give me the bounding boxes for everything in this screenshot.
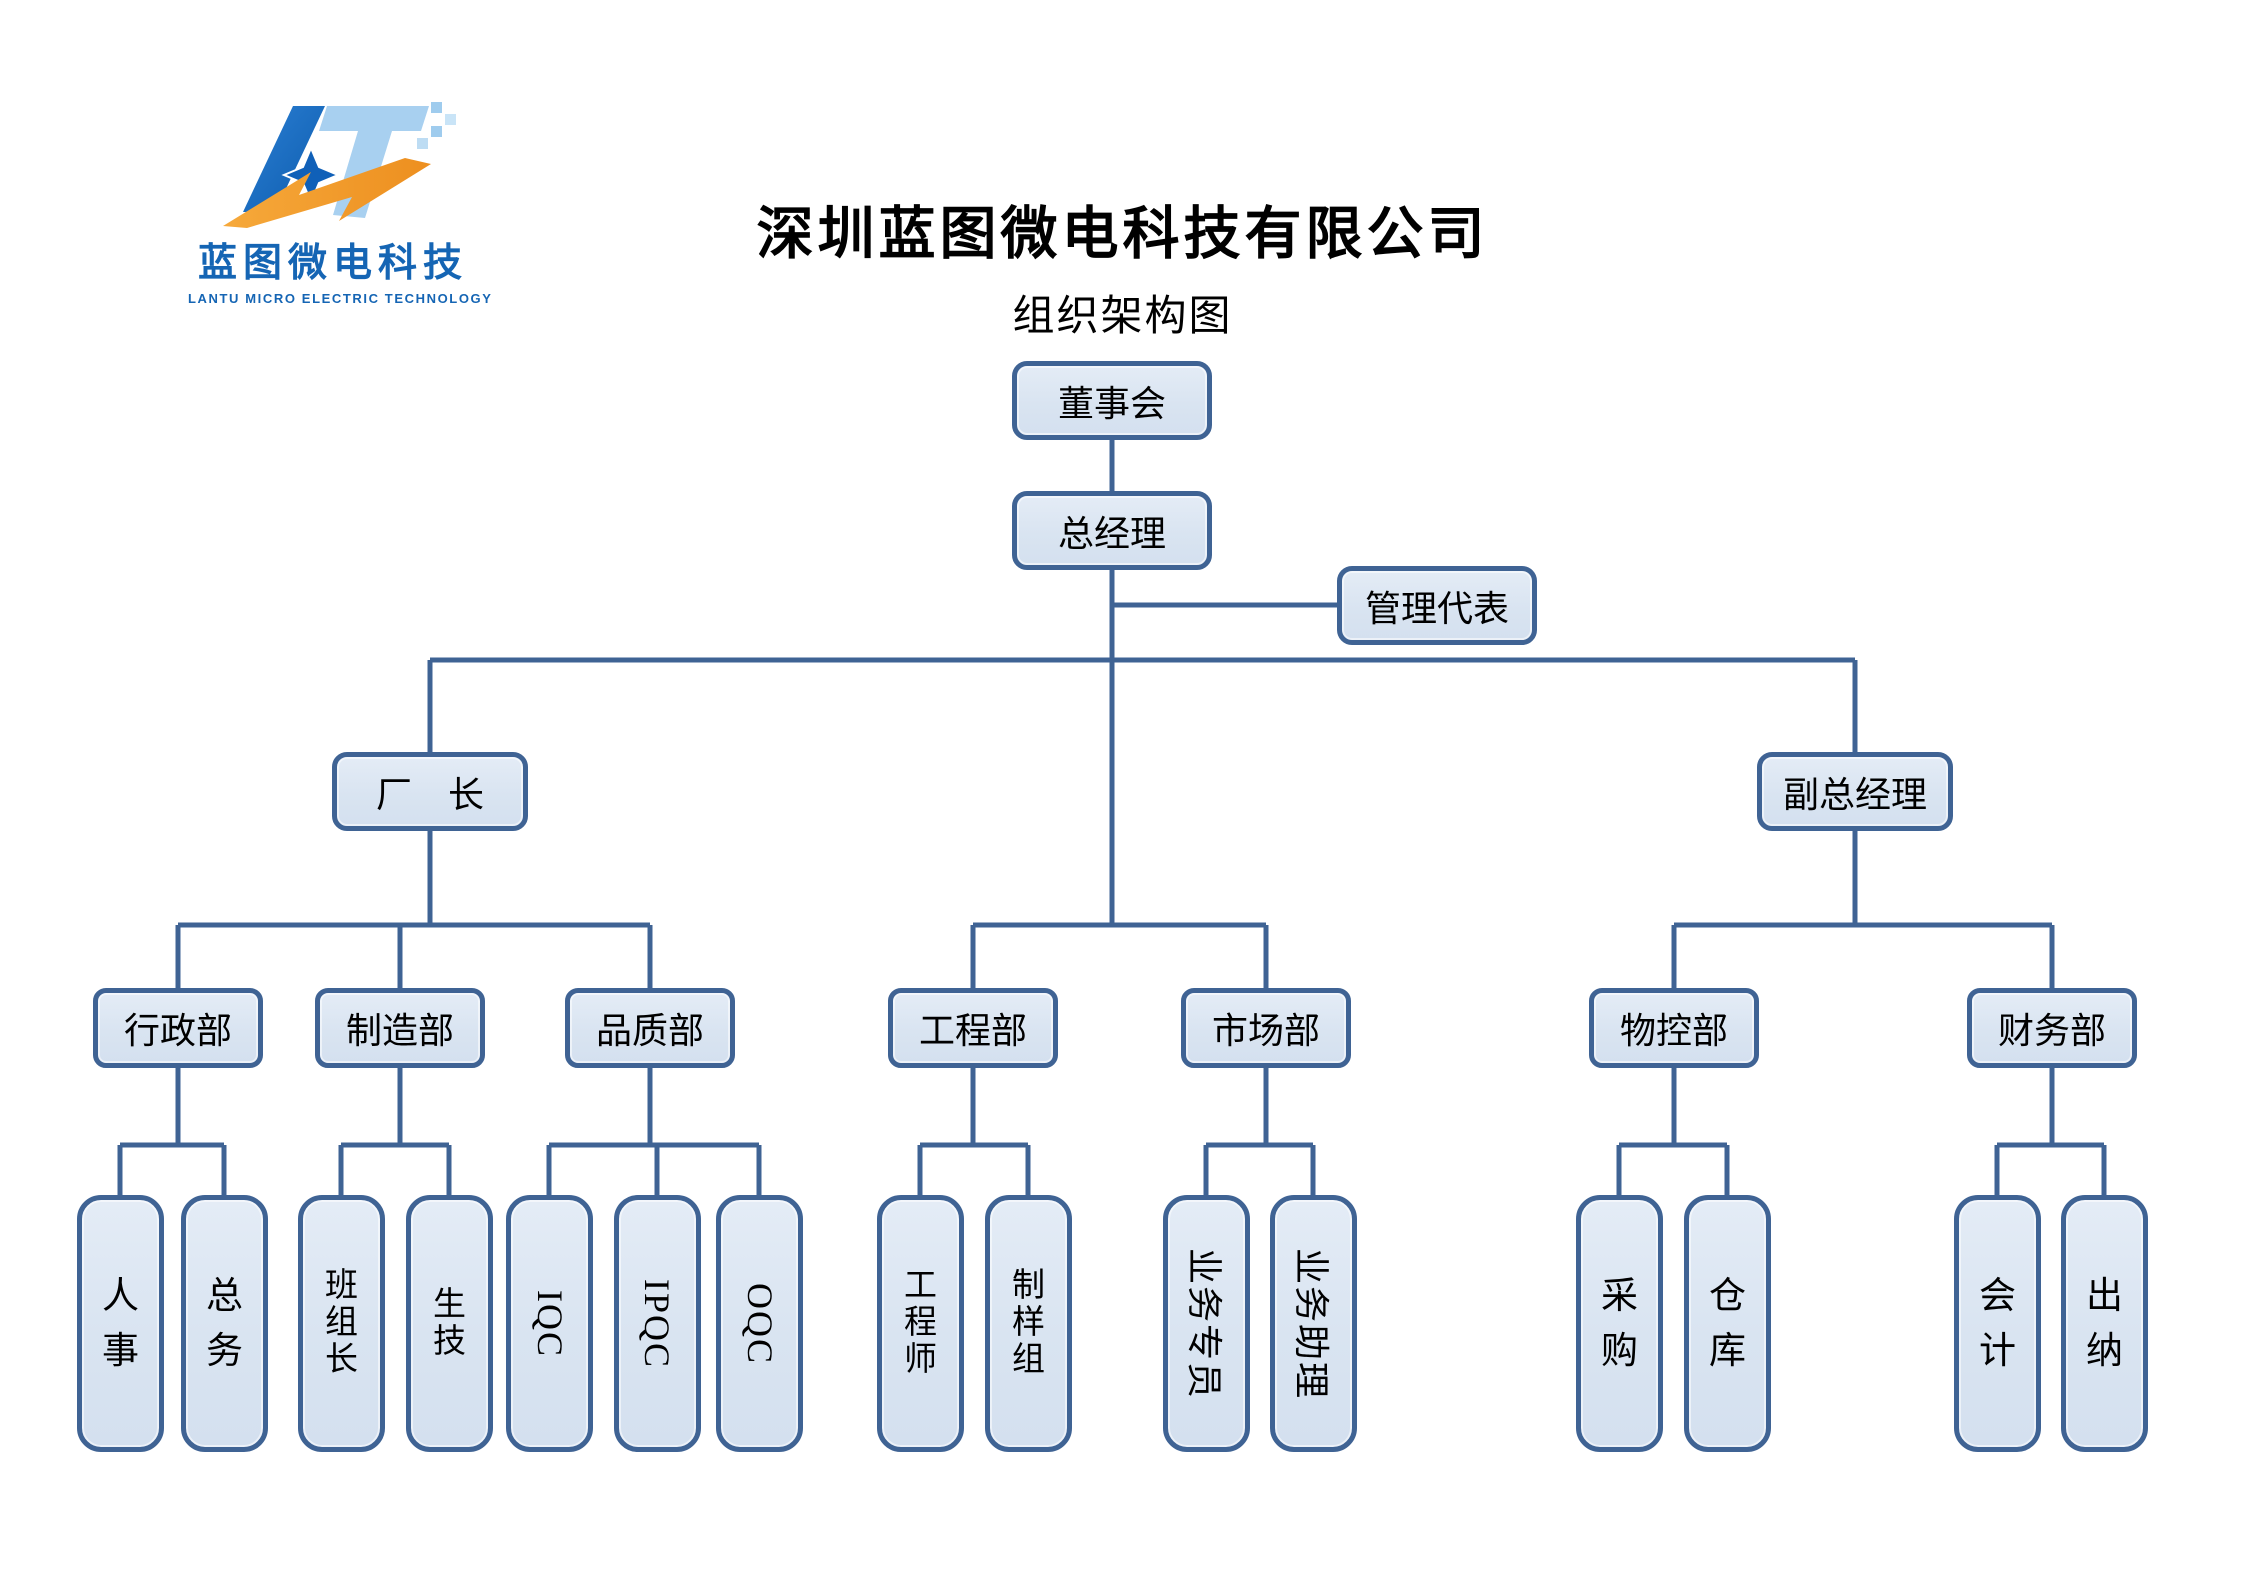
org-node-warehouse: 仓库 — [1684, 1195, 1771, 1452]
org-node-production-tech: 生技 — [406, 1195, 493, 1452]
org-node-iqc: IQC — [506, 1195, 593, 1452]
org-node-factory-director: 厂 长 — [332, 752, 528, 831]
org-node-sample-group: 制样组 — [985, 1195, 1072, 1452]
page-title: 深圳蓝图微电科技有限公司 — [756, 203, 1489, 266]
org-node-marketing-dept: 市场部 — [1181, 988, 1351, 1068]
org-node-engineer: 工程师 — [877, 1195, 964, 1452]
org-node-team-leader: 班组长 — [298, 1195, 385, 1452]
org-node-admin-dept: 行政部 — [93, 988, 263, 1068]
org-node-cashier: 出纳 — [2061, 1195, 2148, 1452]
logo-lightning-bolt — [223, 158, 431, 228]
org-node-finance-dept: 财务部 — [1967, 988, 2137, 1068]
org-node-purchasing: 采购 — [1576, 1195, 1663, 1452]
logo-company-name-en: LANTU MICRO ELECTRIC TECHNOLOGY — [188, 291, 493, 306]
org-node-sales-specialist: 业务专员 — [1163, 1195, 1250, 1452]
logo-letter-t-bar — [319, 106, 429, 131]
company-logo: 蓝图微电科技 LANTU MICRO ELECTRIC TECHNOLOGY — [188, 100, 493, 306]
org-node-board: 董事会 — [1012, 361, 1212, 440]
org-node-engineering-dept: 工程部 — [888, 988, 1058, 1068]
page-subtitle: 组织架构图 — [1012, 294, 1233, 340]
org-node-general-affairs: 总务 — [181, 1195, 268, 1452]
org-node-quality-dept: 品质部 — [565, 988, 735, 1068]
logo-letter-l — [243, 106, 325, 212]
org-node-management-rep: 管理代表 — [1337, 566, 1537, 645]
logo-company-name-cn: 蓝图微电科技 — [197, 242, 468, 285]
logo-monogram-lt — [223, 102, 456, 228]
org-node-general-manager: 总经理 — [1012, 491, 1212, 570]
org-node-hr: 人事 — [77, 1195, 164, 1452]
org-node-ipqc: IPQC — [614, 1195, 701, 1452]
org-node-accounting: 会计 — [1954, 1195, 2041, 1452]
org-node-oqc: OQC — [716, 1195, 803, 1452]
org-node-material-control-dept: 物控部 — [1589, 988, 1759, 1068]
org-node-sales-assistant: 业务助理 — [1270, 1195, 1357, 1452]
logo-pixel-squares — [417, 102, 456, 149]
org-node-deputy-general-manager: 副总经理 — [1757, 752, 1953, 831]
org-node-manufacturing-dept: 制造部 — [315, 988, 485, 1068]
